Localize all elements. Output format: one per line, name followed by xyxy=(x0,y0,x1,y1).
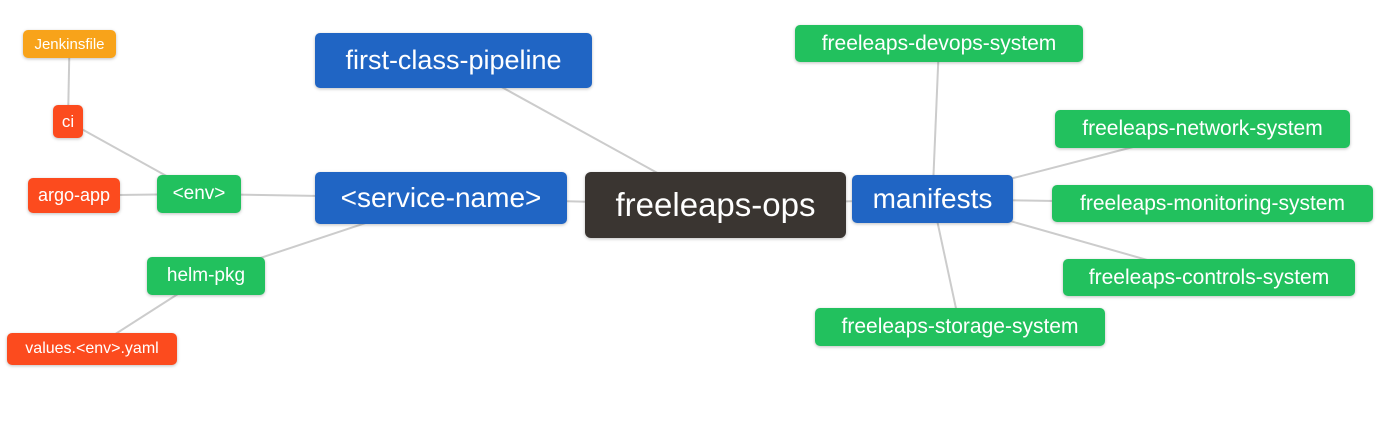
node-values-env-yaml[interactable]: values.<env>.yaml xyxy=(7,333,177,365)
node-ci[interactable]: ci xyxy=(53,105,83,138)
node-first-class-pipeline[interactable]: first-class-pipeline xyxy=(315,33,592,88)
node-label: freeleaps-ops xyxy=(615,186,816,223)
node-label: ci xyxy=(61,111,75,131)
node-helm-pkg[interactable]: helm-pkg xyxy=(147,257,265,295)
node-label: manifests xyxy=(872,183,993,214)
node-label: first-class-pipeline xyxy=(345,45,562,75)
node-freeleaps-monitoring-system[interactable]: freeleaps-monitoring-system xyxy=(1052,185,1373,222)
node-argo-app[interactable]: argo-app xyxy=(28,178,120,213)
node-label: freeleaps-devops-system xyxy=(821,31,1057,55)
node-label: freeleaps-monitoring-system xyxy=(1080,191,1345,215)
node-label: freeleaps-network-system xyxy=(1082,117,1323,140)
node-freeleaps-network-system[interactable]: freeleaps-network-system xyxy=(1055,110,1350,148)
node-label: <env> xyxy=(172,183,226,204)
node-label: freeleaps-storage-system xyxy=(841,315,1079,338)
node-label: freeleaps-controls-system xyxy=(1088,265,1330,289)
node-manifests[interactable]: manifests xyxy=(852,175,1013,223)
node-service-name[interactable]: <service-name> xyxy=(315,172,567,224)
node-label: Jenkinsfile xyxy=(34,35,105,53)
node-label: values.<env>.yaml xyxy=(25,340,159,357)
node-label: helm-pkg xyxy=(166,265,246,286)
node-jenkinsfile[interactable]: Jenkinsfile xyxy=(23,30,116,58)
node-freeleaps-storage-system[interactable]: freeleaps-storage-system xyxy=(815,308,1105,346)
node-freeleaps-controls-system[interactable]: freeleaps-controls-system xyxy=(1063,259,1355,296)
node-freeleaps-ops[interactable]: freeleaps-ops xyxy=(585,172,846,238)
node-label: <service-name> xyxy=(340,182,542,213)
node-freeleaps-devops-system[interactable]: freeleaps-devops-system xyxy=(795,25,1083,62)
node-label: argo-app xyxy=(37,185,111,205)
node-env[interactable]: <env> xyxy=(157,175,241,213)
